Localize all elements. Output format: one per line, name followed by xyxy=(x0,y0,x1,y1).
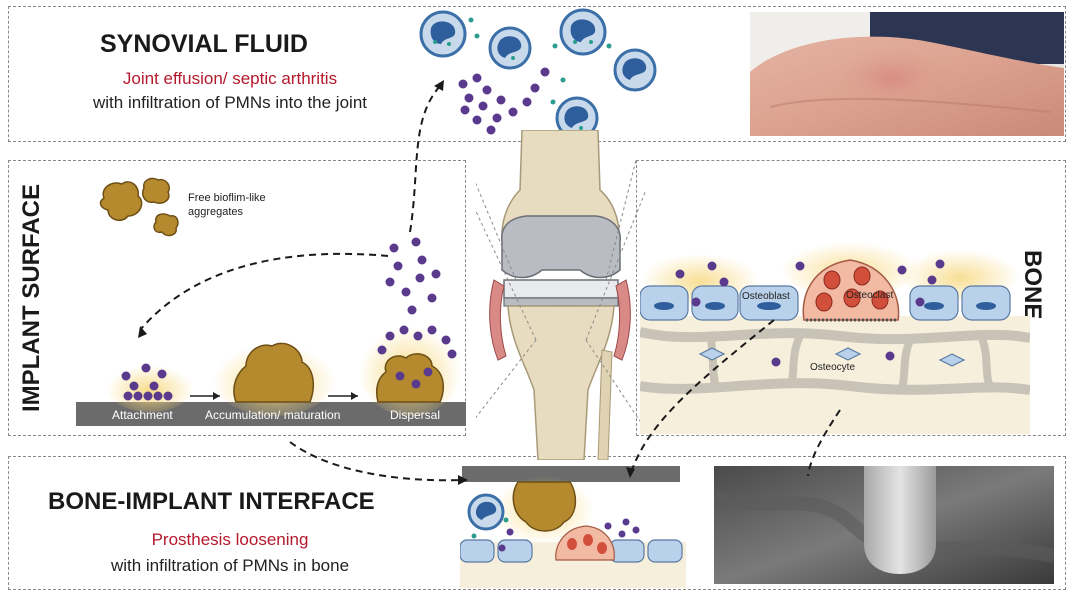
pathway-arrows xyxy=(0,0,1073,590)
